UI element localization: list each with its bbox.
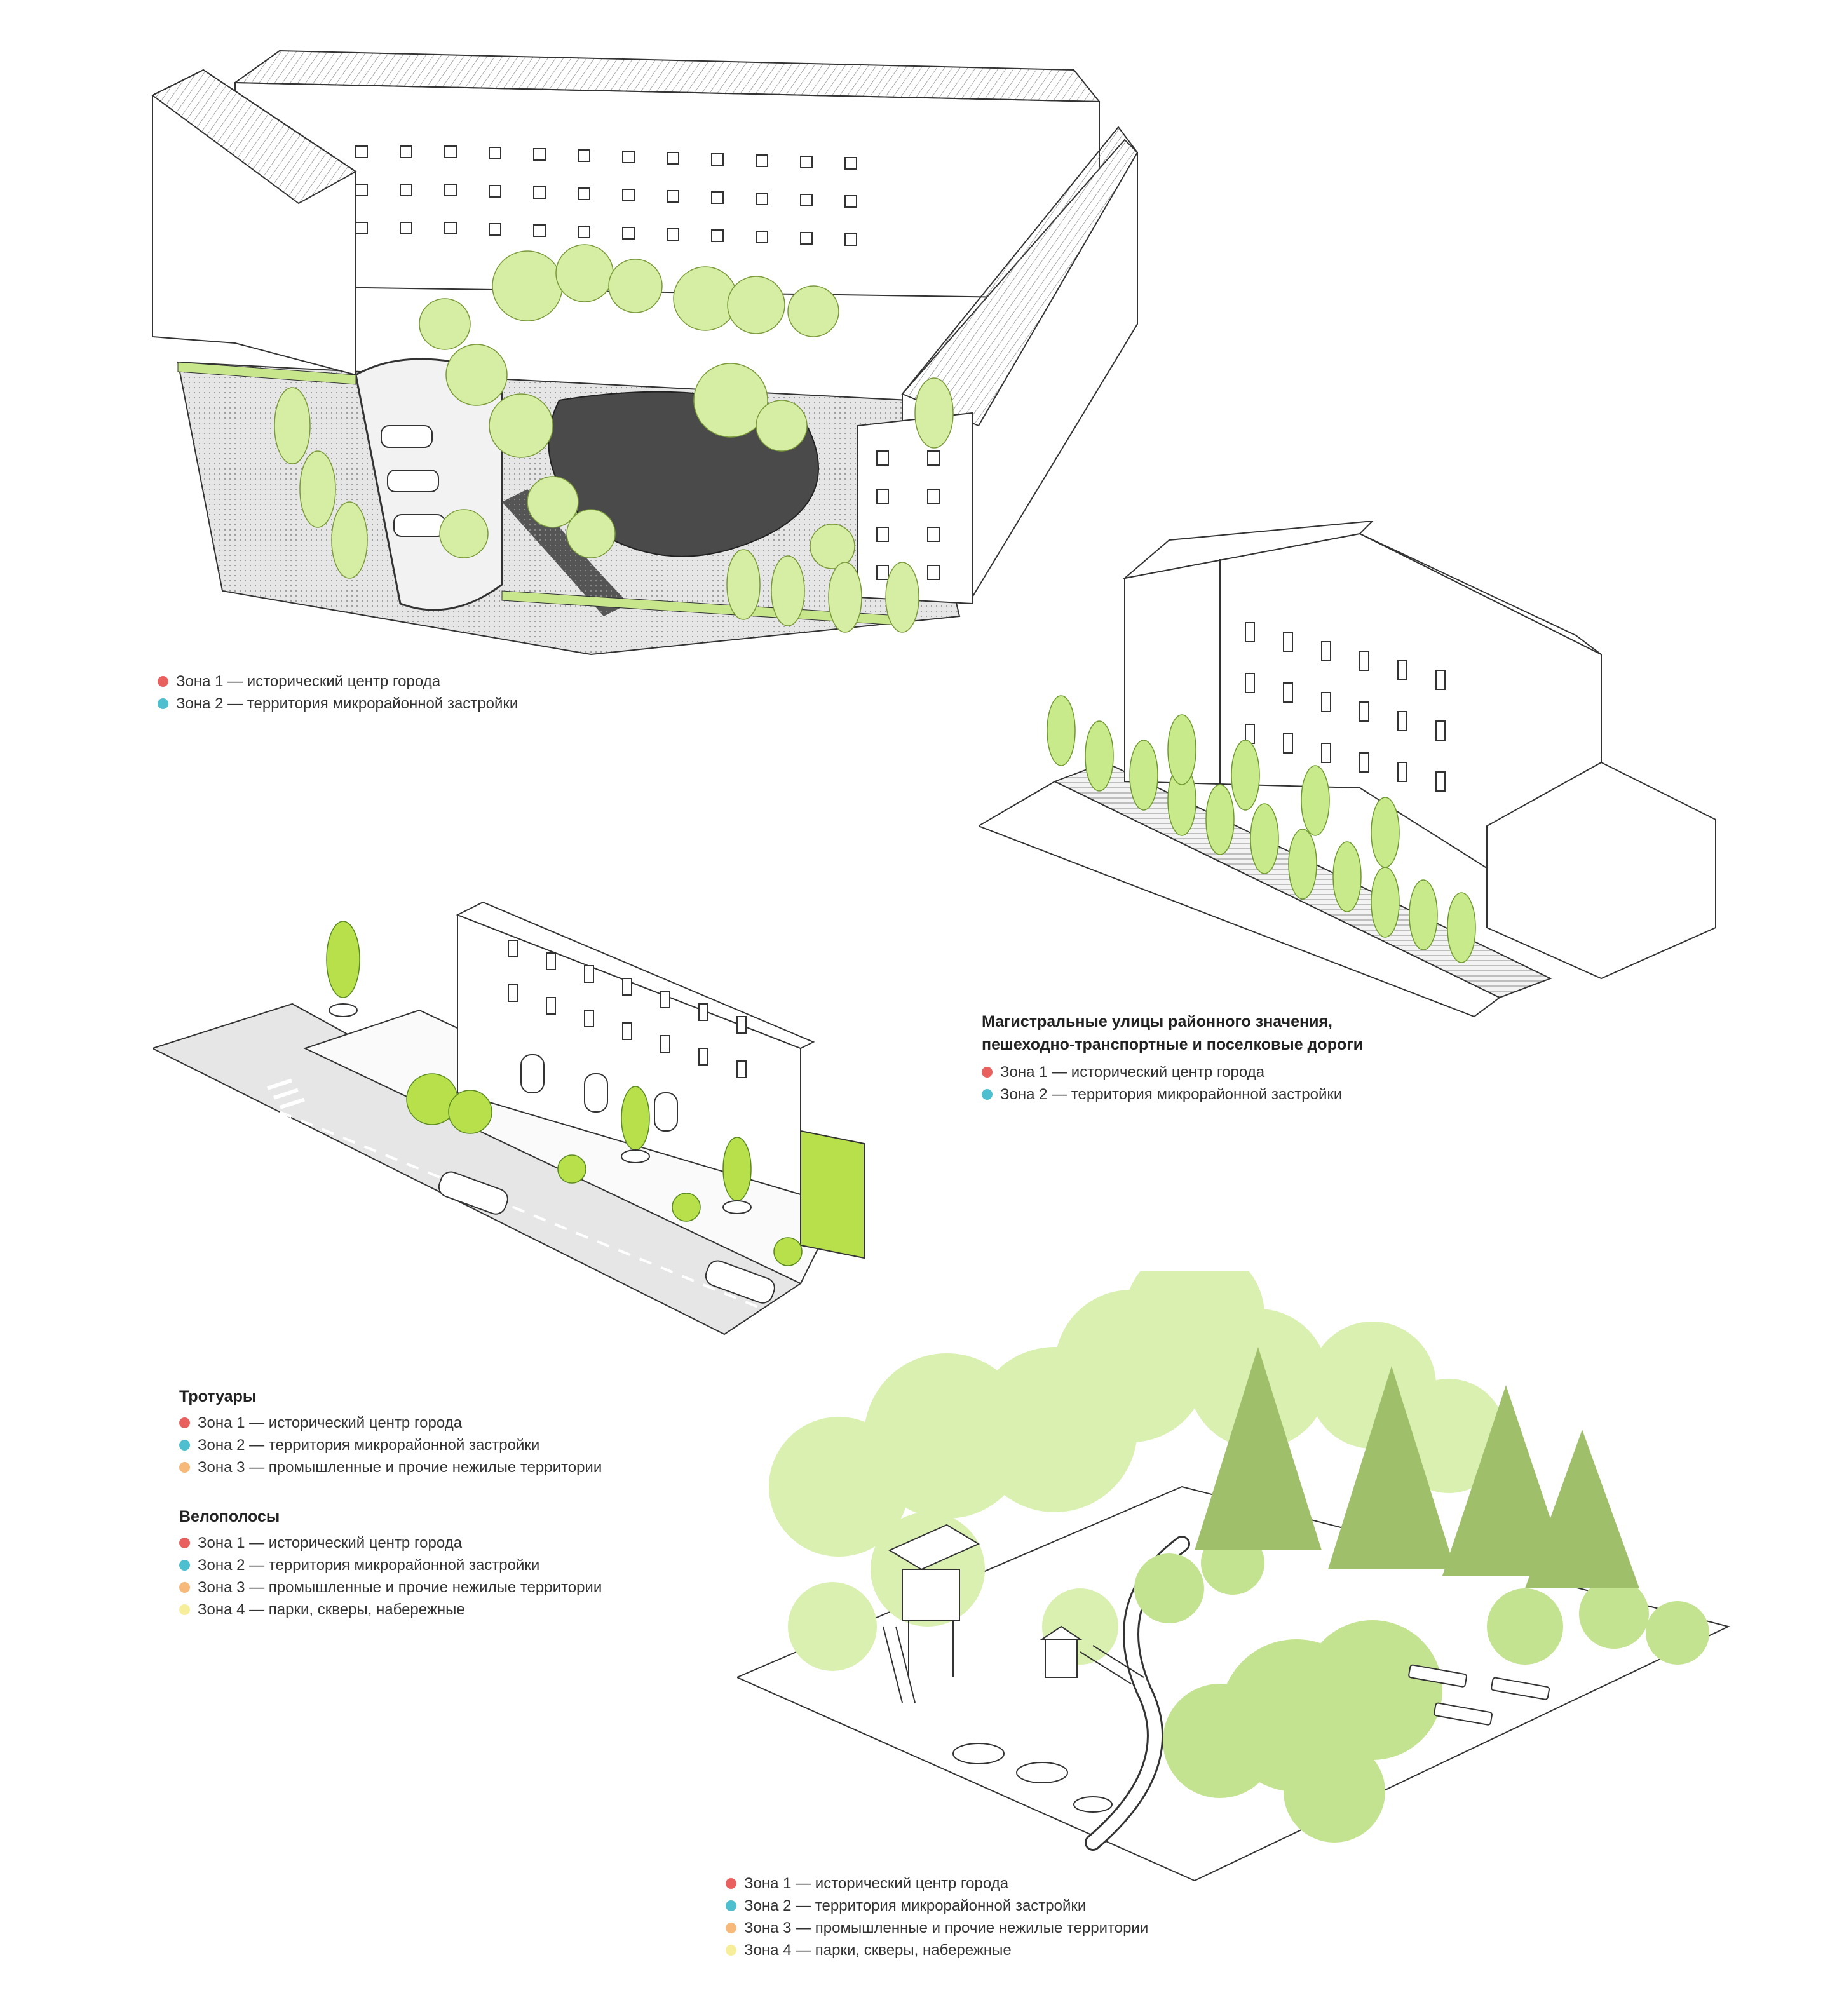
legend-label: Зона 2 — территория микрорайонной застро… bbox=[198, 1557, 540, 1574]
legend-label: Зона 2 — территория микрорайонной застро… bbox=[744, 1897, 1087, 1914]
legend-title-bike: Велополосы bbox=[179, 1508, 280, 1526]
legend-streets: Магистральные улицы районного значения, … bbox=[982, 1010, 1363, 1106]
legend-label: Зона 3 — промышленные и прочие нежилые т… bbox=[198, 1459, 602, 1476]
legend-park: Зона 1 — исторический центр города Зона … bbox=[726, 1872, 1148, 1961]
legend-item: Зона 3 — промышленные и прочие нежилые т… bbox=[179, 1576, 602, 1599]
park-illustration bbox=[737, 1271, 1730, 1881]
legend-title-line-2: пешеходно-транспортные и поселковые доро… bbox=[982, 1036, 1364, 1053]
zone-dot bbox=[982, 1067, 993, 1078]
legend-label: Зона 1 — исторический центр города bbox=[176, 673, 441, 690]
street-illustration bbox=[979, 521, 1716, 1018]
zone-dot bbox=[982, 1089, 993, 1100]
legend-item: Зона 2 — территория микрорайонной застро… bbox=[158, 693, 518, 715]
playground-structure bbox=[1040, 1625, 1144, 1684]
legend-item: Зона 3 — промышленные и прочие нежилые т… bbox=[179, 1456, 602, 1478]
back-building-windows bbox=[355, 145, 857, 246]
legend-title-sidewalks: Тротуары bbox=[179, 1388, 257, 1405]
legend-item: Зона 4 — парки, скверы, набережные bbox=[726, 1939, 1148, 1961]
zone-dot bbox=[179, 1538, 190, 1548]
legend-courtyard: Зона 1 — исторический центр города Зона … bbox=[158, 670, 518, 715]
legend-label: Зона 3 — промышленные и прочие нежилые т… bbox=[744, 1919, 1149, 1937]
green-wall bbox=[800, 1130, 865, 1259]
parked-cars bbox=[381, 425, 445, 537]
legend-item: Зона 2 — территория микрорайонной застро… bbox=[982, 1083, 1363, 1106]
street-trees bbox=[1047, 695, 1476, 963]
legend-item: Зона 2 — территория микрорайонной застро… bbox=[179, 1554, 602, 1576]
courtyard-trees bbox=[274, 244, 954, 633]
street-cars bbox=[438, 1171, 775, 1304]
zone-dot bbox=[726, 1923, 736, 1933]
courtyard-illustration bbox=[151, 50, 1139, 656]
legend-item: Зона 1 — исторический центр города bbox=[179, 1532, 602, 1554]
legend-item: Зона 2 — территория микрорайонной застро… bbox=[726, 1895, 1148, 1917]
legend-label: Зона 4 — парки, скверы, набережные bbox=[744, 1942, 1012, 1959]
treehouse bbox=[883, 1524, 980, 1703]
legend-item: Зона 4 — парки, скверы, набережные bbox=[179, 1599, 602, 1621]
zone-dot bbox=[179, 1560, 190, 1571]
zone-dot bbox=[179, 1462, 190, 1473]
legend-item: Зона 1 — исторический центр города bbox=[982, 1061, 1363, 1083]
legend-item: Зона 1 — исторический центр города bbox=[179, 1412, 602, 1434]
legend-item: Зона 1 — исторический центр города bbox=[158, 670, 518, 693]
legend-label: Зона 2 — территория микрорайонной застро… bbox=[198, 1437, 540, 1454]
legend-label: Зона 2 — территория микрорайонной застро… bbox=[176, 695, 518, 712]
legend-item: Зона 2 — территория микрорайонной застро… bbox=[179, 1434, 602, 1456]
zone-dot bbox=[179, 1417, 190, 1428]
legend-title-line-1: Магистральные улицы районного значения, bbox=[982, 1013, 1332, 1031]
legend-label: Зона 4 — парки, скверы, набережные bbox=[198, 1601, 465, 1618]
legend-sidewalks-bike: Тротуары Зона 1 — исторический центр гор… bbox=[179, 1385, 602, 1621]
zone-dot bbox=[179, 1604, 190, 1615]
legend-label: Зона 1 — исторический центр города bbox=[1000, 1064, 1265, 1081]
legend-label: Зона 1 — исторический центр города bbox=[744, 1875, 1009, 1892]
legend-label: Зона 3 — промышленные и прочие нежилые т… bbox=[198, 1579, 602, 1596]
conifer-trees bbox=[1195, 1347, 1639, 1588]
zone-dot bbox=[726, 1945, 736, 1956]
zone-dot bbox=[726, 1878, 736, 1889]
legend-label: Зона 1 — исторический центр города bbox=[198, 1534, 463, 1552]
legend-item: Зона 3 — промышленные и прочие нежилые т… bbox=[726, 1917, 1148, 1939]
legend-item: Зона 1 — исторический центр города bbox=[726, 1872, 1148, 1895]
zone-dot bbox=[179, 1582, 190, 1593]
potted-trees bbox=[326, 921, 803, 1266]
zone-dot bbox=[179, 1440, 190, 1451]
zone-dot bbox=[158, 698, 168, 709]
legend-title: Магистральные улицы районного значения, … bbox=[982, 1010, 1363, 1056]
legend-label: Зона 1 — исторический центр города bbox=[198, 1414, 463, 1431]
back-building-roof bbox=[233, 50, 1101, 103]
legend-label: Зона 2 — территория микрорайонной застро… bbox=[1000, 1086, 1343, 1103]
park-benches bbox=[1408, 1664, 1550, 1726]
sidewalk-illustration bbox=[152, 902, 865, 1336]
zone-dot bbox=[158, 676, 168, 687]
zone-dot bbox=[726, 1900, 736, 1911]
